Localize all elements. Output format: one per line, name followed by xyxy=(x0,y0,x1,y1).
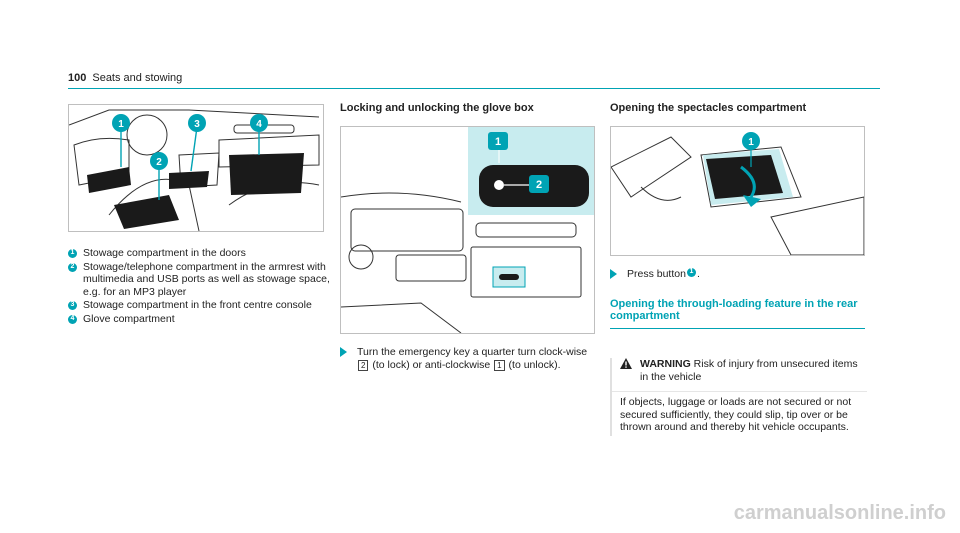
legend-number: 3 xyxy=(68,301,77,310)
legend-item: 4 Glove compartment xyxy=(68,313,333,326)
figure1-marker-1: 1 xyxy=(118,119,124,130)
warning-headline: Risk of injury from unsecured items in t… xyxy=(640,358,858,383)
warning-body: If objects, luggage or loads are not sec… xyxy=(612,391,867,434)
legend-text: Stowage/telephone compartment in the arm… xyxy=(83,260,330,298)
legend-number: 4 xyxy=(68,314,77,324)
inline-marker-1: 1 xyxy=(686,268,696,277)
header-rule xyxy=(68,88,880,89)
glovebox-illustration: 1 2 xyxy=(340,127,594,334)
legend-number: 2 xyxy=(68,262,77,272)
watermark: carmanualsonline.info xyxy=(733,502,946,524)
legend-item: 1 Stowage compartment in the doors xyxy=(68,247,333,260)
step-text-a: Turn the emergency key a quarter turn cl… xyxy=(357,346,588,358)
step-arrow-icon xyxy=(340,347,347,357)
spectacles-step-end: . xyxy=(696,268,700,280)
cockpit-figure: 1 2 3 4 xyxy=(68,104,324,232)
legend-item: 2 Stowage/telephone compartment in the ar… xyxy=(68,261,333,299)
legend-text: Stowage compartment in the front centre … xyxy=(83,299,312,311)
figure1-marker-2: 2 xyxy=(156,157,162,168)
glovebox-title: Locking and unlocking the glove box xyxy=(340,102,534,114)
glovebox-step: Turn the emergency key a quarter turn cl… xyxy=(340,346,593,371)
warning-head: WARNING Risk of injury from unsecured it… xyxy=(612,358,867,383)
spectacles-figure: 1 xyxy=(610,126,865,256)
warning-head-text: WARNING Risk of injury from unsecured it… xyxy=(640,358,867,383)
figure1-marker-3: 3 xyxy=(194,119,200,130)
key-1-box: 1 xyxy=(494,359,505,371)
spectacles-step-text: Press button xyxy=(627,268,686,280)
figure1-marker-4: 4 xyxy=(256,119,262,130)
step-text-b: (to lock) or anti-clockwise xyxy=(372,358,491,371)
spectacles-illustration: 1 xyxy=(610,132,865,256)
glovebox-figure: 1 2 xyxy=(340,126,595,334)
legend-item: 3 Stowage compartment in the front centre… xyxy=(68,299,333,312)
section-title: Seats and stowing xyxy=(92,72,183,84)
glovebox-step-text: Turn the emergency key a quarter turn cl… xyxy=(357,346,593,371)
warning-triangle-icon xyxy=(620,358,632,369)
section-rule xyxy=(610,328,865,329)
spectacles-title: Opening the spectacles compartment xyxy=(610,102,807,114)
legend-number: 1 xyxy=(68,249,77,258)
spectacles-marker-1: 1 xyxy=(748,137,754,148)
warning-label: WARNING xyxy=(640,358,691,370)
legend-text: Glove compartment xyxy=(83,312,175,325)
page-header: 100 Seats and stowing xyxy=(68,72,182,84)
page-number: 100 xyxy=(68,72,87,84)
glovebox-marker-2: 2 xyxy=(536,179,542,191)
legend-text: Stowage compartment in the doors xyxy=(83,247,246,259)
cockpit-illustration: 1 2 3 4 xyxy=(68,109,320,232)
key-2-box: 2 xyxy=(358,359,369,371)
spectacles-step: Press button 1 . xyxy=(610,268,863,281)
step-text-c: (to unlock). xyxy=(508,358,561,371)
throughload-title: Opening the through-loading feature in t… xyxy=(610,298,858,322)
warning-box: WARNING Risk of injury from unsecured it… xyxy=(610,358,867,436)
step-arrow-icon xyxy=(610,269,617,279)
glovebox-marker-1: 1 xyxy=(495,136,501,148)
